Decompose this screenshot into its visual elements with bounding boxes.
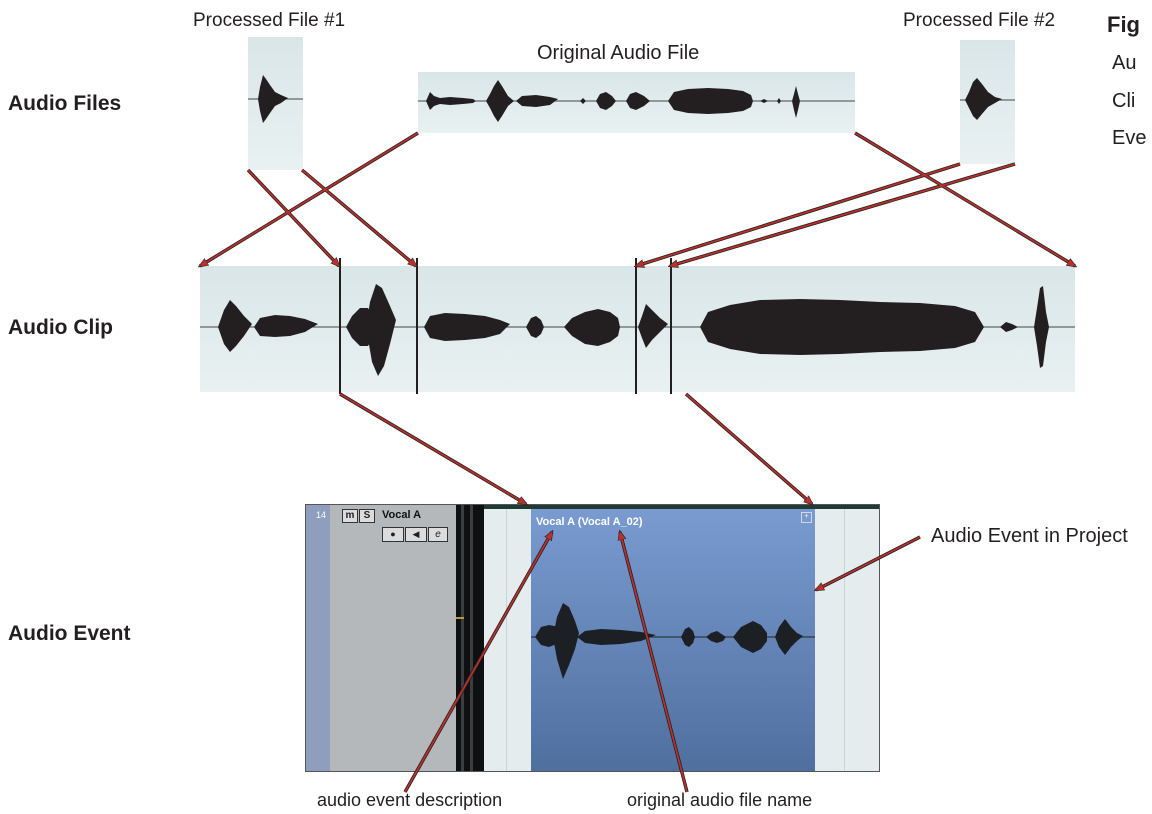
original-audio-file-panel — [418, 72, 855, 133]
figure-caption-line-1: Au — [1112, 52, 1137, 74]
original-audio-file-label: Original Audio File — [537, 42, 700, 64]
monitor-button[interactable]: ◀ — [405, 527, 427, 542]
grid-line — [844, 509, 845, 771]
clip-divider — [416, 258, 418, 394]
audio-clip-waveform — [200, 284, 1075, 376]
meter-mark — [456, 617, 464, 619]
original-audio-file-name-label: original audio file name — [627, 790, 813, 810]
edit-button[interactable]: e — [428, 527, 448, 542]
figure-caption-line-2: Cli — [1112, 90, 1136, 112]
audio-event-title: Vocal A (Vocal A_02) — [536, 516, 643, 528]
processed-file-1-label: Processed File #1 — [193, 10, 346, 31]
track-color-strip — [306, 505, 330, 771]
mute-button[interactable]: m — [342, 509, 358, 523]
processed-file-2-label: Processed File #2 — [903, 10, 1056, 31]
arrow — [670, 163, 1016, 266]
row-label-audio-files: Audio Files — [8, 92, 122, 115]
arrow — [247, 169, 339, 266]
arrow — [685, 393, 812, 504]
row-label-audio-event: Audio Event — [8, 622, 131, 645]
audio-event-description-label: audio event description — [317, 790, 503, 810]
level-meter-channel — [461, 505, 464, 771]
clip-divider — [339, 258, 341, 394]
track-top-border — [484, 505, 879, 509]
arrow — [200, 132, 419, 266]
audio-event-in-project-label: Audio Event in Project — [931, 525, 1128, 547]
solo-button[interactable]: S — [359, 509, 375, 523]
audio-clip-panel — [200, 266, 1075, 392]
figure-caption-line-3: Eve — [1112, 127, 1147, 149]
track-number: 14 — [316, 510, 327, 520]
audio-event[interactable]: Vocal A (Vocal A_02) + — [531, 509, 815, 771]
project-window: 14 m S Vocal A ● ◀ e Vocal A (Vocal A_02… — [305, 504, 880, 772]
processed-file-2-waveform — [960, 78, 1015, 120]
figure-heading: Fig — [1107, 12, 1140, 37]
row-label-audio-clip: Audio Clip — [8, 316, 113, 339]
arrow — [301, 169, 416, 266]
processed-file-1-waveform — [248, 75, 303, 123]
clip-divider — [670, 258, 672, 394]
grid-line — [506, 509, 507, 771]
arrow — [339, 393, 526, 504]
record-enable-button[interactable]: ● — [382, 527, 404, 542]
clip-divider — [635, 258, 637, 394]
audio-event-waveform — [531, 603, 815, 679]
level-meter-channel — [470, 505, 473, 771]
original-audio-file-waveform — [418, 80, 855, 122]
arrow — [636, 163, 961, 266]
track-name: Vocal A — [382, 509, 422, 521]
processed-file-2-panel — [960, 40, 1015, 164]
processed-file-1-panel — [248, 37, 303, 170]
event-handle-icon[interactable]: + — [801, 512, 812, 523]
